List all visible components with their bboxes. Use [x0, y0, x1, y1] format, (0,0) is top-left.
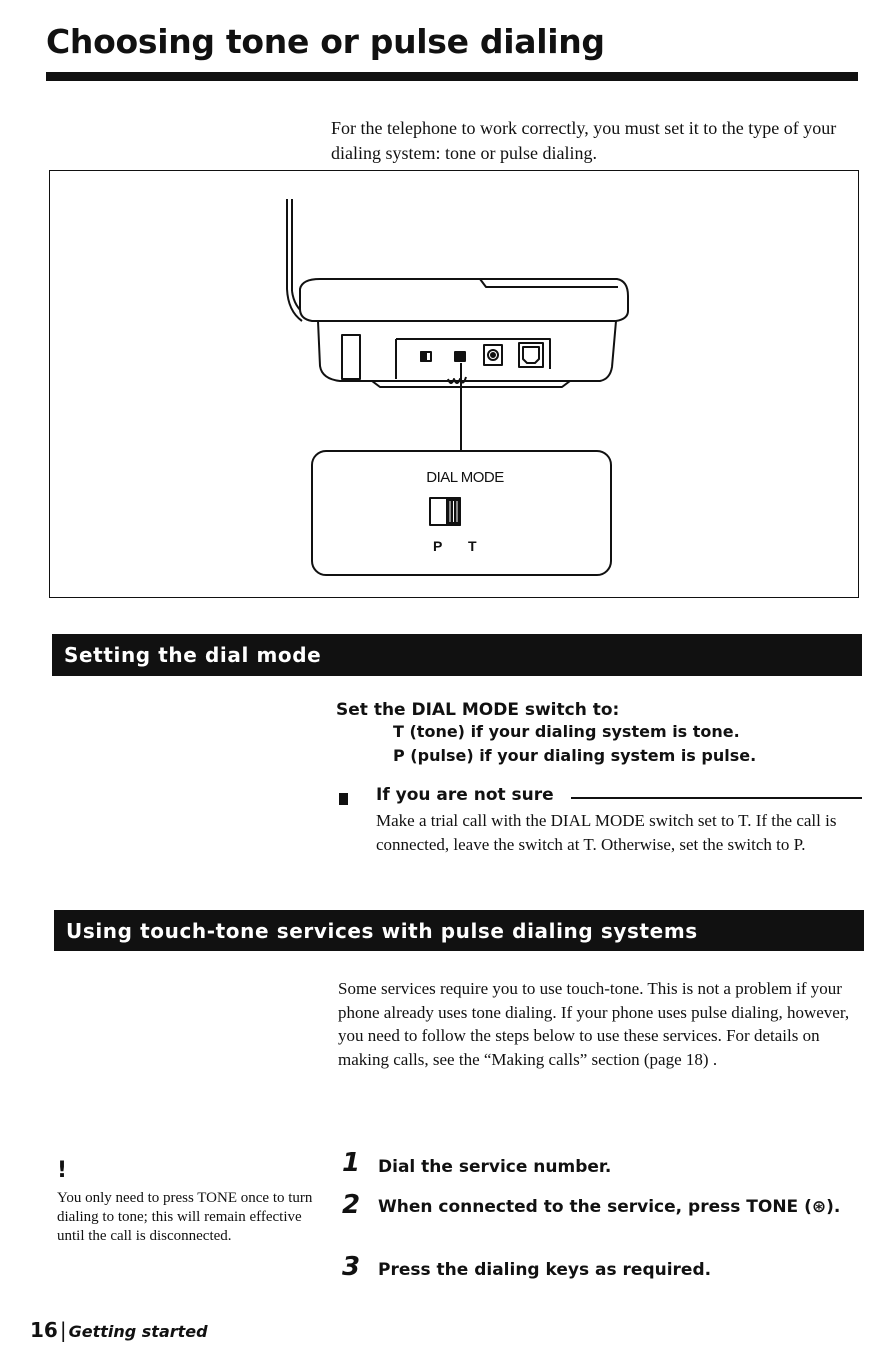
section-heading-touch-tone: Using touch-tone services with pulse dia…	[66, 919, 698, 943]
unsure-body: Make a trial call with the DIAL MODE swi…	[376, 811, 837, 854]
section-heading-dial-mode: Setting the dial mode	[64, 643, 322, 667]
tone-position-label: T	[468, 538, 477, 554]
phone-top-edge	[479, 278, 618, 288]
option-pulse: P (pulse) if your dialing system is puls…	[393, 746, 757, 765]
services-paragraph: Some services require you to use touch-t…	[338, 979, 850, 1069]
unsure-heading: If you are not sure	[376, 785, 554, 805]
telephone-base-drawing	[286, 199, 629, 576]
step-3-number: 3	[342, 1252, 361, 1282]
step-2-text: When connected to the service, press TON…	[378, 1197, 841, 1217]
step-1-text: Dial the service number.	[378, 1157, 612, 1177]
telephone-illustration: DIAL MODE P T	[49, 170, 859, 598]
phone-top-housing	[299, 278, 629, 322]
section-band-touch-tone: Using touch-tone services with pulse dia…	[54, 910, 864, 951]
antenna-bend	[286, 288, 303, 322]
connector-panel	[395, 338, 551, 379]
intro-paragraph: For the telephone to work correctly, you…	[331, 118, 837, 163]
note-exclamation-icon: !	[57, 1158, 68, 1183]
panel-switch-2	[454, 351, 466, 362]
dial-mode-label: DIAL MODE	[426, 469, 504, 486]
pulse-position-label: P	[433, 538, 443, 554]
option-tone: T (tone) if your dialing system is tone.	[393, 722, 740, 741]
page-title: Choosing tone or pulse dialing	[46, 22, 605, 61]
footer-section-name: Getting started	[68, 1322, 208, 1341]
step-2-number: 2	[342, 1190, 361, 1220]
page-footer: 16|Getting started	[30, 1318, 208, 1342]
wire-squiggle	[447, 376, 467, 384]
line-jack	[518, 342, 544, 368]
section-band-dial-mode: Setting the dial mode	[52, 634, 862, 676]
side-note: You only need to press TONE once to turn…	[57, 1190, 313, 1244]
title-rule	[46, 72, 858, 81]
page-number: 16	[30, 1318, 58, 1342]
phone-lower-body	[317, 320, 617, 382]
instruction-heading: Set the DIAL MODE switch to:	[336, 700, 620, 720]
footer-separator: |	[59, 1318, 67, 1342]
callout-box	[311, 450, 612, 576]
unsure-rule	[571, 797, 862, 799]
dc-jack	[483, 344, 503, 366]
phone-left-slot	[341, 334, 361, 380]
step-1-number: 1	[342, 1148, 361, 1178]
bullet-square-icon	[339, 793, 348, 805]
step-3-text: Press the dialing keys as required.	[378, 1260, 712, 1280]
